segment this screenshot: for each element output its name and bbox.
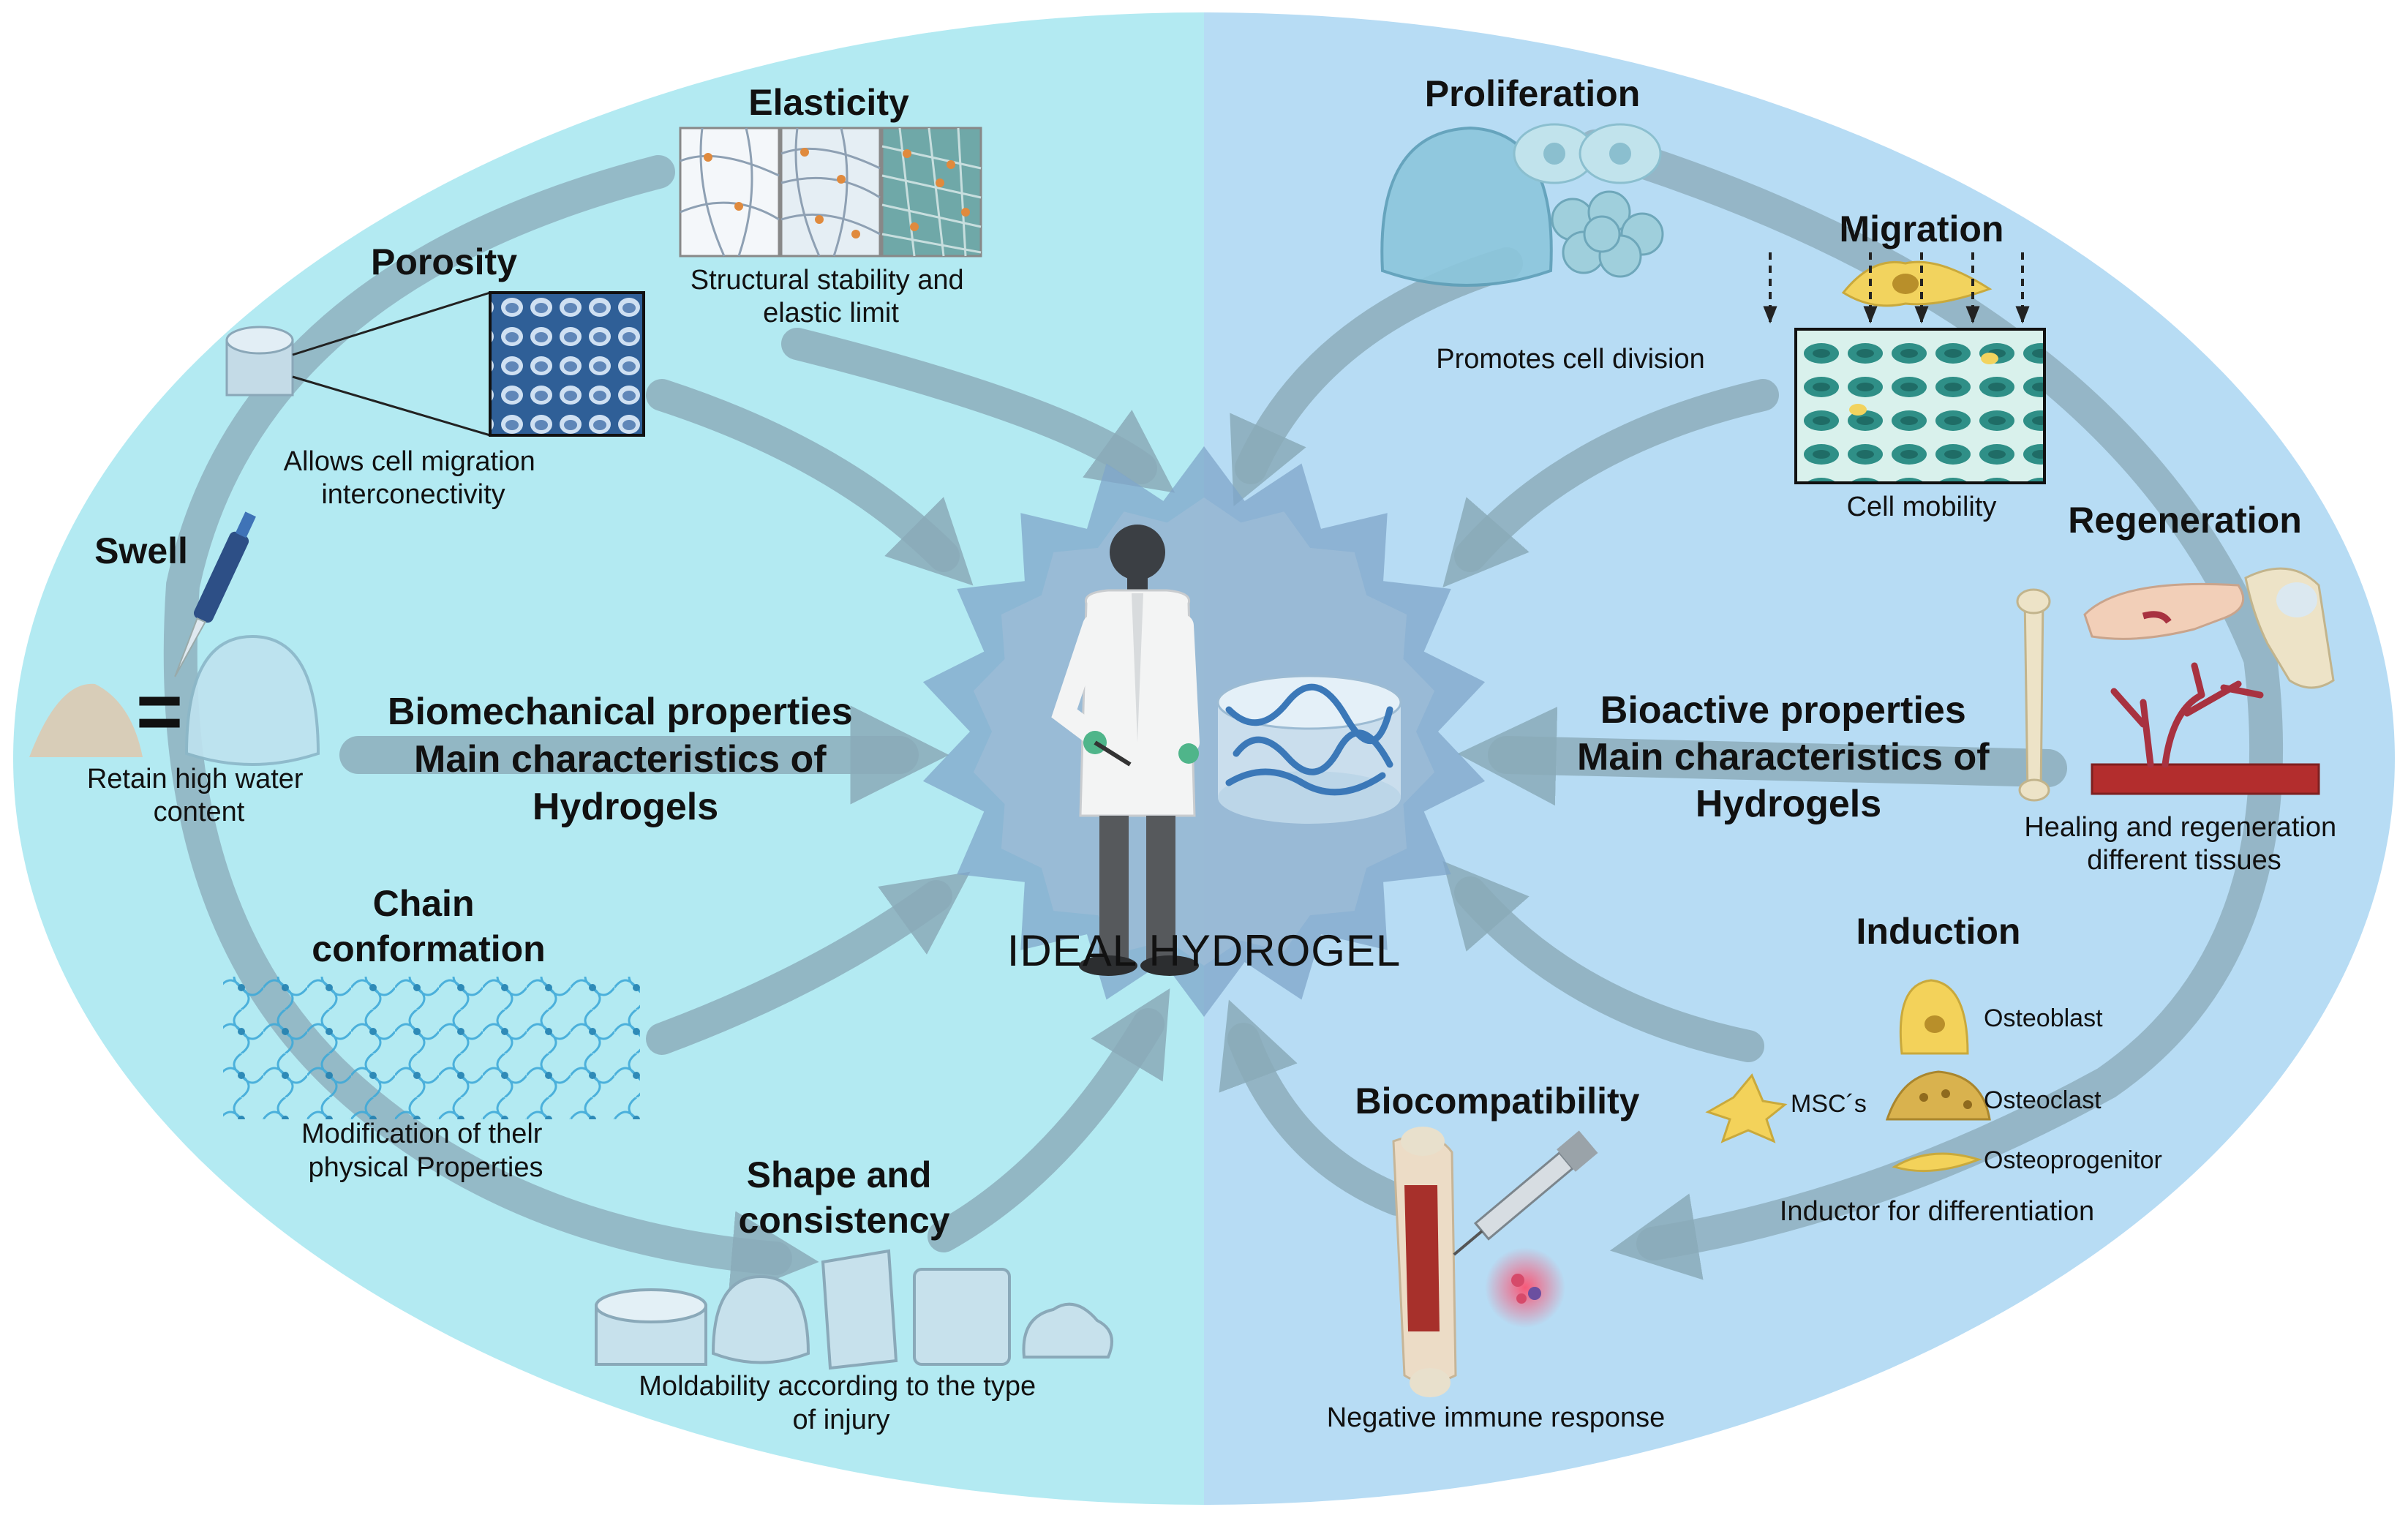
hydrogel-disc-icon [1216,675,1402,824]
migration-caption: Cell mobility [1847,492,1997,522]
cycle-arrows [163,129,2284,1299]
porosity-title: Porosity [371,241,517,282]
right-heading: Bioactive properties Main characteristic… [1577,689,2000,825]
chain-caption: Modification of thelr physical Propertie… [301,1119,550,1183]
scientist-icon [1051,525,1200,976]
chain-network-icon [223,977,640,1119]
biocompatibility-icons [1392,1127,1598,1397]
swell-icons: = [29,511,320,766]
porosity-caption: Allows cell migration interconectivity [284,446,543,510]
elasticity-mesh-icons [679,127,982,258]
arrow-elasticity [781,328,1175,493]
proliferation-cell-icons [1380,123,1664,287]
elasticity-title: Elasticity [748,82,909,123]
arrow-induction [1442,860,1764,1062]
arrow-chain [646,871,971,1055]
chain-title: Chain conformation [312,883,545,969]
arrow-biocompatibility [1219,999,1413,1216]
regeneration-caption: Healing and regeneration different tissu… [2024,812,2344,876]
arrow-regeneration [1457,707,2067,806]
osteoblast-label: Osteoblast [1984,1004,2103,1032]
shape-icons [595,1249,1113,1370]
pipette-icon [174,511,256,677]
inward-arrows [339,247,2067,1252]
proliferation-title: Proliferation [1425,73,1640,114]
shape-title: Shape and consistency [738,1154,949,1241]
proliferation-caption: Promotes cell division [1436,344,1704,375]
biocompatibility-title: Biocompatibility [1355,1081,1640,1121]
osteoprogenitor-label: Osteoprogenitor [1984,1146,2162,1174]
arrow-shape [928,988,1170,1252]
arrow-migration [1442,379,1779,588]
regeneration-title: Regeneration [2068,500,2302,541]
right-cycle-arrow [1578,129,2284,1280]
induction-title: Induction [1856,911,2021,952]
migration-title: Migration [1840,208,2004,249]
syringe-icon [1453,1130,1598,1256]
equals-sign: = [136,666,183,756]
swell-title: Swell [94,530,188,571]
osteoclast-label: Osteoclast [1984,1086,2102,1114]
msc-label: MSC´s [1791,1090,1867,1118]
induction-cell-icons [1705,979,1991,1173]
regeneration-icons [2016,567,2335,802]
migration-icons [1763,252,2046,484]
shape-caption: Moldability according to the type of inj… [639,1371,1043,1435]
left-heading: Biomechanical properties Main characteri… [388,691,863,828]
left-cycle-arrow [163,155,819,1299]
arrow-porosity [646,379,974,586]
center-title: IDEAL HYDROGEL [1007,926,1401,975]
elasticity-caption: Structural stability and elastic limit [691,265,971,328]
induction-caption: Inductor for differentiation [1780,1196,2094,1227]
swell-caption: Retain high water content [87,764,311,827]
porosity-icons [225,291,645,437]
biocompatibility-caption: Negative immune response [1327,1402,1666,1433]
